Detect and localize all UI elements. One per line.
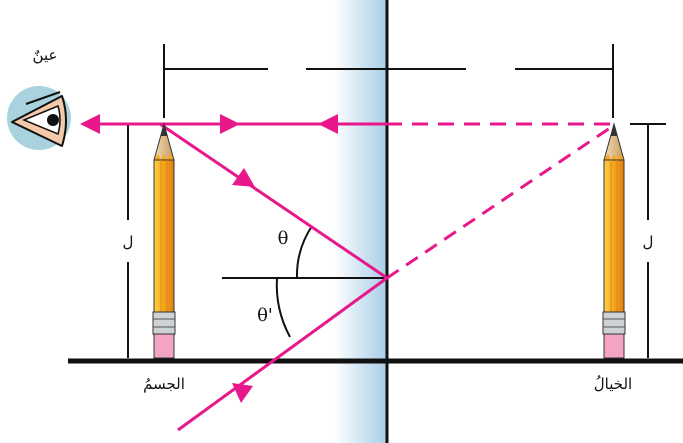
ray-virtual-diagonal <box>386 126 611 280</box>
arrowhead-eye <box>80 114 100 134</box>
ray-arrowheads <box>80 114 338 403</box>
angle-label-incidence: θ <box>278 228 289 249</box>
ray-incident <box>159 122 388 280</box>
height-label-left: ل <box>123 233 134 251</box>
eye-icon <box>7 86 71 150</box>
image-pencil-icon <box>602 122 626 359</box>
mirror-glass <box>334 0 386 443</box>
arrowhead-incident <box>232 168 255 187</box>
distance-dimension <box>163 44 614 118</box>
height-label-right: ل <box>643 233 654 251</box>
arrowhead-left-2 <box>318 114 338 134</box>
angle-arc-reflection <box>275 277 291 338</box>
height-dimension-right <box>630 123 666 358</box>
object-pencil-icon <box>152 122 176 359</box>
arrowhead-reflected <box>232 383 253 403</box>
angle-label-reflection: θ' <box>257 305 273 326</box>
image-label: الخيالُ <box>594 375 632 393</box>
angle-arc-incidence <box>295 225 313 279</box>
eye-label: عينٌ <box>33 46 58 64</box>
object-label: الجسمُ <box>143 375 185 393</box>
ray-reflected <box>177 276 388 432</box>
arrowhead-right-1 <box>220 114 240 134</box>
